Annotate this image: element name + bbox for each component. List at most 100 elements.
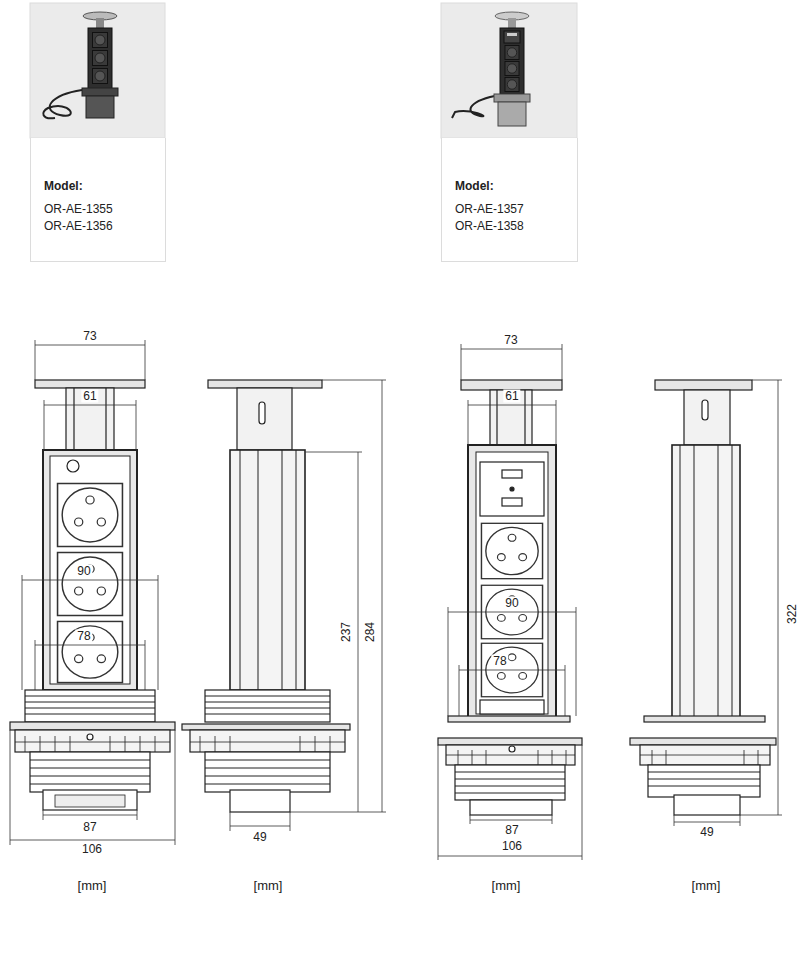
side-view [630,738,776,745]
dimension-line [740,380,782,815]
front-view [66,388,114,450]
front-view [10,722,175,730]
product-photo [441,3,577,138]
dimension-value: 49 [698,826,715,839]
dimension-value: 322 [786,602,799,626]
front-view [30,752,150,792]
front-view [15,730,170,752]
dimension-value: 73 [81,330,98,343]
front-view [438,738,582,745]
product-photo [441,3,577,138]
side-view [630,380,776,815]
model-heading: Model: [455,178,569,195]
side-view [240,450,296,690]
model-number: OR-AE-1355 [44,201,157,218]
side-view [259,402,265,424]
front-view [480,462,544,516]
front-view [455,765,565,800]
dimension-line [461,344,562,380]
front-view [446,745,575,765]
side-view [644,716,765,722]
side-view [205,752,330,792]
front-view [502,498,522,506]
dimension-value: 87 [503,824,520,837]
side-view [655,380,752,390]
side-view [182,380,350,812]
dimension-line [43,810,137,820]
product-photo [508,18,516,28]
dimension-line [290,380,386,812]
side-view [230,450,305,690]
dimension-value: 78 [491,655,508,668]
dimension-line [35,340,145,380]
side-view [702,400,708,420]
side-view [205,696,330,714]
dimension-value: 61 [81,390,98,403]
dimension-value: 106 [80,843,104,856]
dimension-line [10,340,175,845]
front-view [490,390,532,445]
front-view [481,523,542,578]
side-view [237,388,292,450]
dimension-value: 87 [81,821,98,834]
dimension-value: 90 [503,597,520,610]
dimension-line [230,380,386,831]
product-photo [494,94,530,102]
front-view [461,380,562,390]
front-view [58,553,123,616]
side-view [680,445,732,718]
front-view [30,760,150,784]
product-photo [88,28,112,90]
unit-label: [mm] [76,879,109,892]
front-view [25,690,155,722]
dimension-line [10,730,175,845]
front-view [509,746,515,752]
front-view [73,388,74,450]
product-photo [82,88,118,96]
side-view [182,724,350,730]
front-view [55,795,125,807]
side-view [684,390,730,445]
product-photo [504,31,520,43]
front-view [476,452,548,714]
product-photo [505,45,519,59]
dimension-value: 61 [503,390,520,403]
dimension-value: 106 [500,840,524,853]
dimension-line [448,607,576,716]
product-photo [500,28,524,94]
model-number: OR-AE-1356 [44,218,157,235]
dimension-value: 78 [75,630,92,643]
dimension-line [438,745,582,860]
product-photo [96,18,104,28]
dimension-value: 284 [364,620,377,644]
side-view [230,790,290,812]
dimension-line [674,815,740,826]
side-view [190,736,345,752]
front-view [105,388,106,450]
product-photo [93,51,108,66]
front-view [480,700,544,714]
side-view [672,445,740,718]
dimension-line [674,380,782,826]
front-view [50,456,130,684]
product-photo [30,3,165,138]
side-view [674,795,740,815]
front-view [510,487,514,491]
dimension-line [305,452,362,812]
front-view [438,380,582,815]
side-view [640,745,770,765]
front-view [58,484,123,547]
side-view [208,380,322,388]
unit-label: [mm] [690,879,723,892]
dimension-value: 237 [340,620,353,644]
dimension-line [459,665,565,716]
front-view [10,380,175,810]
dimension-value: 49 [251,831,268,844]
model-card: Model:OR-AE-1357OR-AE-1358 [441,138,578,262]
unit-label: [mm] [252,879,285,892]
front-view [496,390,497,445]
front-view [35,380,145,388]
product-photo [93,33,108,48]
product-photo [93,69,108,84]
